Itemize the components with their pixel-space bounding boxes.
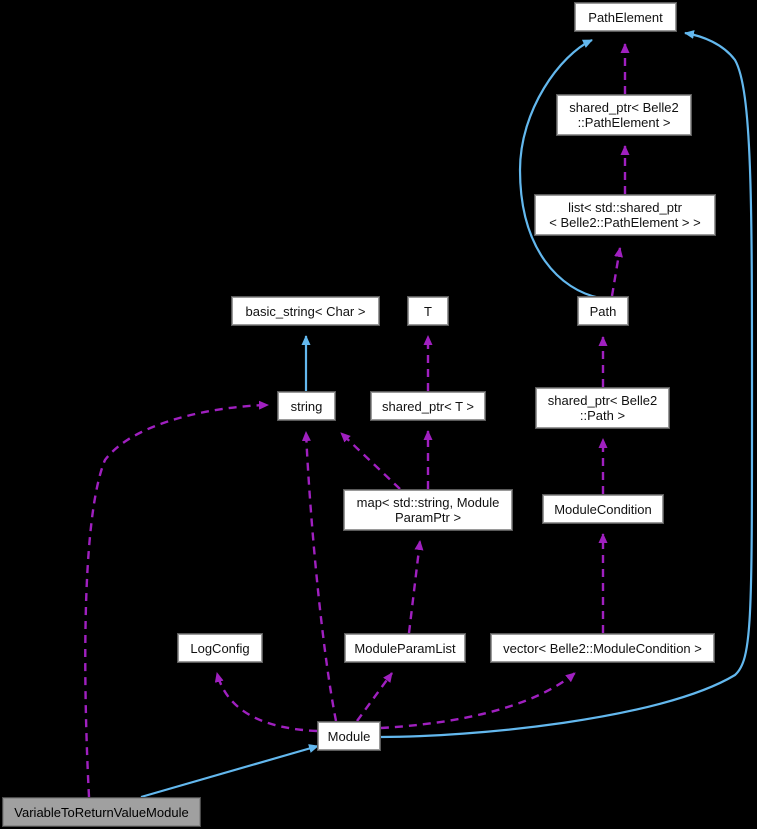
edge-path-to-list <box>610 247 623 297</box>
class-node-moduleparamlist[interactable]: ModuleParamList <box>344 633 466 663</box>
class-node-label: T <box>424 303 432 319</box>
class-node-vector-modulecond[interactable]: vector< Belle2::ModuleCondition > <box>490 633 715 663</box>
edge-path-to-pathelement <box>518 39 601 300</box>
class-node-module[interactable]: Module <box>317 721 381 751</box>
class-node-vartoreturnvaluemod: VariableToReturnValueModule <box>2 797 201 827</box>
class-node-label: PathElement <box>588 9 663 25</box>
edge-module-to-vector <box>380 672 576 730</box>
class-node-label: Module <box>327 728 371 744</box>
class-node-list-sp-pathelem[interactable]: list< std::shared_ptr < Belle2::PathElem… <box>534 194 716 236</box>
class-node-label: shared_ptr< T > <box>381 398 475 414</box>
class-node-map-string-mpp[interactable]: map< std::string, Module ParamPtr > <box>343 489 513 531</box>
class-node-logconfig[interactable]: LogConfig <box>177 633 263 663</box>
edge-module-to-mpl <box>356 672 393 722</box>
class-node-basic-string[interactable]: basic_string< Char > <box>231 296 380 326</box>
edge-vartoreturn-to-string <box>84 400 269 798</box>
class-node-string[interactable]: string <box>277 391 336 421</box>
class-node-label: string <box>290 398 323 414</box>
class-node-label: basic_string< Char > <box>245 303 366 319</box>
class-node-sp-pathelement[interactable]: shared_ptr< Belle2 ::PathElement > <box>556 94 692 136</box>
class-node-sp-path[interactable]: shared_ptr< Belle2 ::Path > <box>535 387 670 429</box>
class-node-t[interactable]: T <box>407 296 449 326</box>
class-node-label: Path <box>589 303 617 319</box>
class-node-label: vector< Belle2::ModuleCondition > <box>503 640 702 656</box>
class-node-label: map< std::string, Module ParamPtr > <box>356 495 500 525</box>
edge-module-to-string <box>301 431 338 722</box>
class-node-path[interactable]: Path <box>577 296 629 326</box>
edge-module-to-pathelement <box>380 30 754 739</box>
class-node-label: ModuleCondition <box>554 501 652 517</box>
class-node-sp-t[interactable]: shared_ptr< T > <box>370 391 486 421</box>
class-node-label: VariableToReturnValueModule <box>14 804 189 820</box>
class-node-label: list< std::shared_ptr < Belle2::PathElem… <box>549 200 701 230</box>
edge-vartoreturn-to-module <box>140 744 319 799</box>
inheritance-edges <box>140 30 754 799</box>
class-node-label: shared_ptr< Belle2 ::Path > <box>547 393 658 423</box>
usage-edges <box>84 43 630 798</box>
class-node-label: shared_ptr< Belle2 ::PathElement > <box>569 100 679 130</box>
class-node-pathelement[interactable]: PathElement <box>574 2 677 32</box>
edge-map-to-string <box>340 432 401 490</box>
class-node-label: LogConfig <box>190 640 250 656</box>
edge-module-to-logconfig <box>214 672 318 733</box>
class-node-modulecondition[interactable]: ModuleCondition <box>542 494 664 524</box>
edge-mpl-to-map <box>407 540 424 634</box>
class-node-label: ModuleParamList <box>354 640 456 656</box>
